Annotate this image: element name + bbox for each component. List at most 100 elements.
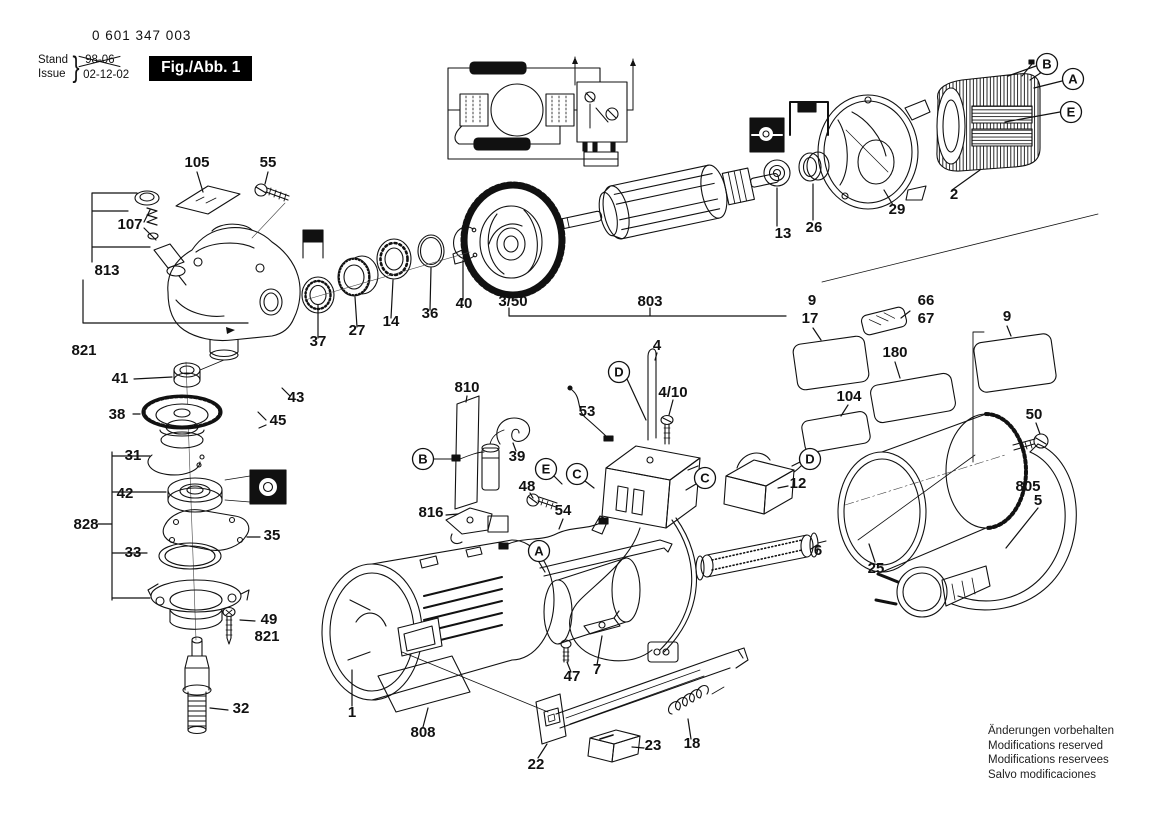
part-label-810: 810 <box>454 379 479 396</box>
part-label-5: 5 <box>1034 492 1042 509</box>
part-label-32: 32 <box>233 700 250 717</box>
part-label-26: 26 <box>806 219 823 236</box>
part-label-4-10: 4/10 <box>658 384 687 401</box>
gear-head-housing <box>167 223 301 371</box>
part-label-55: 55 <box>260 154 277 171</box>
part-label-813: 813 <box>94 262 119 279</box>
part-label-48: 48 <box>519 478 536 495</box>
part-label-36: 36 <box>422 305 439 322</box>
part-label-3-50: 3/50 <box>498 293 527 310</box>
callout-letter-D: D <box>798 447 822 471</box>
part-label-104: 104 <box>836 388 862 405</box>
stand-issue-label: Stand Issue <box>38 54 69 80</box>
issue-dates: 98-06 02-12-02 <box>83 53 129 83</box>
part-label-12: 12 <box>790 475 807 492</box>
part-label-107: 107 <box>117 216 142 233</box>
part-label-33: 33 <box>125 544 142 561</box>
clip-7 <box>583 610 621 635</box>
spindle-lock-parts <box>134 190 187 286</box>
part-label-808: 808 <box>410 724 435 741</box>
part-label-42: 42 <box>117 485 134 502</box>
part-label-816: 816 <box>418 504 443 521</box>
svg-text:C: C <box>700 471 710 486</box>
part-label-50: 50 <box>1026 406 1043 423</box>
part-label-49: 49 <box>261 611 278 628</box>
svg-text:C: C <box>572 467 582 482</box>
part-label-9: 9 <box>1003 308 1011 325</box>
motor-housing-25 <box>837 412 1028 573</box>
part-label-828: 828 <box>73 516 98 533</box>
new-date: 02-12-02 <box>83 69 130 81</box>
figure-badge: Fig./Abb. 1 <box>149 55 253 81</box>
part-label-29: 29 <box>889 201 906 218</box>
part-label-14: 14 <box>383 313 400 330</box>
sticker-group <box>792 306 1057 463</box>
part-label-25: 25 <box>868 560 885 577</box>
part-label-67: 67 <box>918 310 935 327</box>
screw-50 <box>1012 433 1049 452</box>
bearing-flange <box>817 94 931 210</box>
callout-letter-A: A <box>1061 67 1085 91</box>
power-cord-and-plug <box>874 443 1077 618</box>
part-label-17: 17 <box>802 310 819 327</box>
gearbox-bearing-column <box>301 226 478 314</box>
callout-letter-E: E <box>1059 100 1083 124</box>
part-label-66: 66 <box>918 292 935 309</box>
part-label-47: 47 <box>564 668 581 685</box>
svg-text:B: B <box>418 452 427 467</box>
part-label-9: 9 <box>808 292 816 309</box>
armature <box>546 151 830 240</box>
part-label-13: 13 <box>775 225 792 242</box>
part-label-27: 27 <box>349 322 366 339</box>
leader-lines <box>82 65 1099 759</box>
part-label-22: 22 <box>528 756 545 773</box>
part-label-54: 54 <box>555 502 572 519</box>
part-label-31: 31 <box>125 447 142 464</box>
modifications-notice: Änderungen vorbehalten Modifications res… <box>988 725 1114 782</box>
callout-letter-D: D <box>607 360 631 384</box>
old-date-struck: 98-06 <box>85 54 115 67</box>
part-label-53: 53 <box>579 403 596 420</box>
part-label-43: 43 <box>288 389 305 406</box>
wiring-schematic <box>447 56 636 167</box>
part-label-4: 4 <box>653 337 662 354</box>
part-label-803: 803 <box>637 293 662 310</box>
part-label-38: 38 <box>109 406 126 423</box>
screw-55 <box>251 183 290 239</box>
part-label-37: 37 <box>310 333 327 350</box>
brace-glyph: } <box>72 51 80 84</box>
gear-3-50 <box>452 181 566 299</box>
screw-47 <box>560 639 572 663</box>
callout-letter-B: B <box>1035 52 1059 76</box>
part-label-45: 45 <box>270 412 287 429</box>
part-label-39: 39 <box>509 448 526 465</box>
callout-letter-E: E <box>534 457 558 481</box>
part-label-821: 821 <box>254 628 279 645</box>
switch-slide-group <box>535 647 749 763</box>
svg-text:E: E <box>1067 105 1076 120</box>
part-label-41: 41 <box>112 370 129 387</box>
detail-callout-boxes <box>749 101 829 153</box>
part-label-105: 105 <box>184 154 209 171</box>
callout-letter-C: C <box>693 466 717 490</box>
header: 0 601 347 003 Stand Issue } 98-06 02-12-… <box>38 28 253 85</box>
part-label-2: 2 <box>950 186 958 203</box>
field-stator <box>936 59 1046 172</box>
svg-text:A: A <box>1068 72 1078 87</box>
part-number: 0 601 347 003 <box>92 28 192 43</box>
callout-letter-C: C <box>565 462 589 486</box>
spindle-column <box>141 361 287 735</box>
svg-text:B: B <box>1042 57 1051 72</box>
part-label-40: 40 <box>456 295 473 312</box>
svg-text:E: E <box>542 462 551 477</box>
callout-letter-B: B <box>411 447 435 471</box>
part-label-821: 821 <box>71 342 96 359</box>
part-label-7: 7 <box>593 661 601 678</box>
part-label-1: 1 <box>348 704 356 721</box>
sticker-105 <box>175 185 241 215</box>
screw-49 <box>222 606 236 645</box>
part-label-35: 35 <box>264 527 281 544</box>
